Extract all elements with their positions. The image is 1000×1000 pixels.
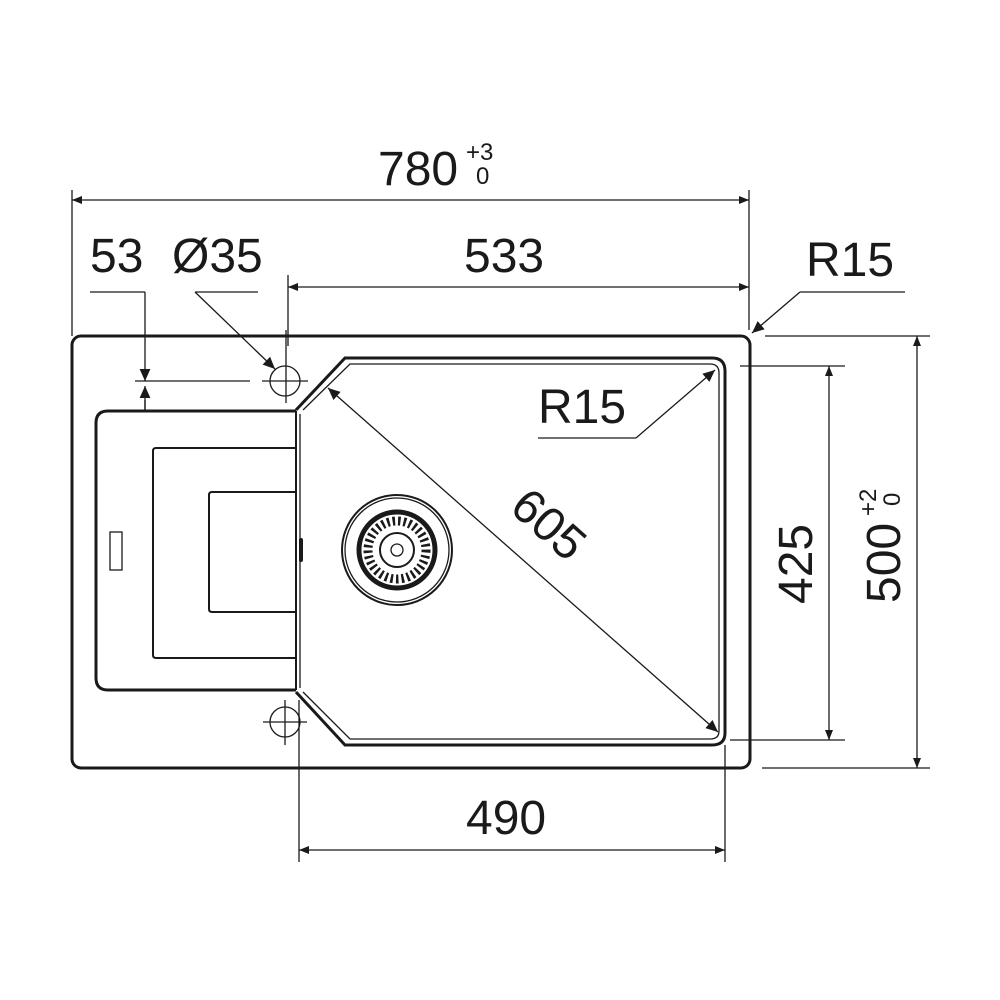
bowl: [294, 356, 727, 747]
dim-500-tol-upper: +2: [855, 489, 882, 516]
dim-780-tol-upper: +3: [466, 139, 493, 166]
dim-780-label: 780: [378, 143, 458, 196]
sink-outline: [70, 334, 752, 770]
dimension-bowl-diagonal: 605: [327, 387, 719, 733]
dimension-overall-width: 780 +3 0: [71, 139, 750, 336]
overflow-slot: [109, 531, 123, 571]
tap-hole-top: [262, 330, 308, 403]
dim-r15-bowl-label: R15: [538, 381, 626, 434]
dim-35-label: Ø35: [172, 230, 263, 283]
drainer: [94, 409, 303, 692]
dim-780-tol-lower: 0: [476, 163, 489, 190]
dimension-tap-offset: 53: [90, 230, 250, 411]
dim-490-label: 490: [466, 792, 546, 845]
drain-icon: [341, 494, 453, 606]
dimension-bowl-top-width: 533: [287, 230, 749, 346]
dimension-bowl-radius: R15: [538, 369, 716, 439]
dim-533-label: 533: [464, 230, 544, 283]
dimension-overall-depth: 500 +2 0: [762, 335, 930, 769]
dimension-outer-radius: R15: [751, 234, 905, 334]
dim-500-label: 500: [858, 523, 911, 603]
dimension-tap-hole-diameter: Ø35: [172, 230, 276, 370]
dim-53-label: 53: [90, 230, 143, 283]
dim-425-label: 425: [770, 524, 823, 604]
dim-r15-outer-label: R15: [806, 234, 894, 287]
dimension-bowl-depth: 425: [730, 365, 845, 741]
dimension-bowl-width: 490: [299, 745, 726, 862]
dim-605-label: 605: [501, 479, 596, 572]
dim-500-tol-lower: 0: [879, 493, 906, 506]
tap-hole-bottom: [263, 700, 307, 862]
